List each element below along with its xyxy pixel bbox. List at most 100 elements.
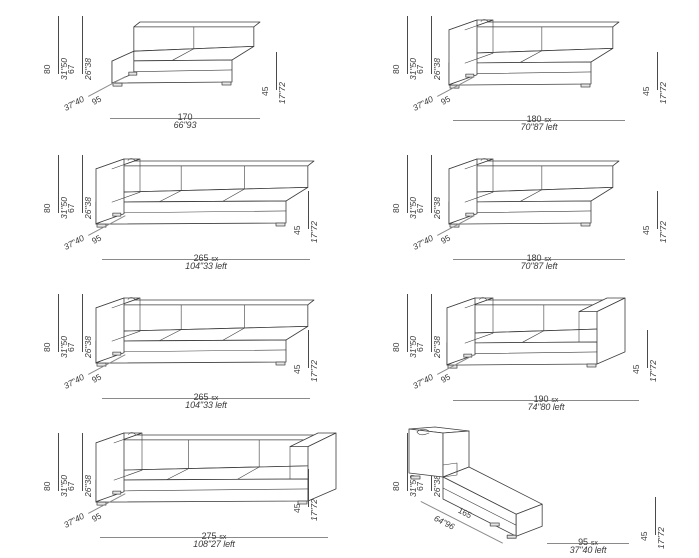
- seat-height-imperial: 17"72: [277, 82, 287, 104]
- furniture-svg: [96, 286, 376, 406]
- width-rule: [453, 120, 625, 121]
- seat-height-imperial: 17"72: [658, 221, 668, 243]
- seat-height-rule: [655, 497, 656, 535]
- width-side-suffix: sx: [590, 540, 598, 547]
- width-rule: [102, 398, 310, 399]
- width-metric: 180: [526, 253, 542, 263]
- width-rule: [110, 118, 260, 119]
- seat-height-imperial: 17"72: [309, 221, 319, 243]
- furniture-svg: [409, 425, 639, 545]
- seat-height-metric: 45: [292, 364, 302, 374]
- furniture-svg: [447, 286, 699, 406]
- width-imperial: 70"87 left: [520, 122, 558, 132]
- width-rule: [102, 259, 310, 260]
- width-imperial: 74"80 left: [527, 402, 565, 412]
- seat-height-metric: 45: [292, 503, 302, 513]
- height-rule-overall: [407, 294, 408, 352]
- height-rule-seatback: [431, 294, 432, 352]
- seat-height-metric: 45: [631, 364, 641, 374]
- height-rule-seatback: [82, 155, 83, 213]
- height-rule-seatback: [82, 16, 83, 74]
- furniture-svg: [96, 147, 376, 267]
- width-metric: 265: [193, 392, 209, 402]
- seat-height-imperial: 17"72: [656, 527, 666, 549]
- height-rule-overall: [58, 433, 59, 491]
- width-rule: [453, 259, 625, 260]
- width-side-suffix: sx: [211, 395, 219, 402]
- width-metric: 170: [177, 112, 193, 122]
- seat-height-rule: [308, 191, 309, 229]
- height-rule-overall: [407, 155, 408, 213]
- width-side-suffix: sx: [551, 397, 559, 404]
- furniture-illustration-two-arm-three-seat-sofa: [0, 417, 349, 556]
- furniture-illustration-armless-two-seat: [0, 0, 349, 139]
- furniture-svg: [96, 423, 376, 543]
- width-metric: 275: [201, 531, 217, 541]
- width-side-suffix: sx: [544, 256, 552, 263]
- seat-height-rule: [657, 52, 658, 90]
- height-rule-overall: [58, 155, 59, 213]
- height-rule-seatback: [82, 294, 83, 352]
- width-rule: [547, 543, 629, 544]
- width-rule: [453, 400, 639, 401]
- seat-height-metric: 45: [292, 225, 302, 235]
- width-imperial: 37"40 left: [569, 545, 607, 555]
- width-metric-group: 170: [110, 107, 260, 125]
- seat-height-imperial: 17"72: [309, 360, 319, 382]
- width-imperial: 104"33 left: [185, 261, 227, 271]
- furniture-svg: [449, 147, 699, 267]
- seat-height-metric: 45: [641, 86, 651, 96]
- seat-height-rule: [308, 469, 309, 507]
- furniture-illustration-two-arm-loveseat: [349, 278, 698, 417]
- seat-height-metric: 45: [641, 225, 651, 235]
- seat-height-rule: [647, 330, 648, 368]
- width-metric: 180: [526, 114, 542, 124]
- seat-height-metric: 45: [639, 531, 649, 541]
- height-rule-seatback: [431, 16, 432, 74]
- seat-height-imperial: 17"72: [658, 82, 668, 104]
- height-rule-overall: [407, 16, 408, 74]
- seat-height-rule: [276, 52, 277, 90]
- width-metric: 265: [193, 253, 209, 263]
- height-rule-overall: [58, 294, 59, 352]
- width-imperial: 70"87 left: [520, 261, 558, 271]
- furniture-svg: [449, 8, 699, 128]
- height-rule-overall: [58, 16, 59, 74]
- width-imperial: 104"33 left: [185, 400, 227, 410]
- furniture-illustration-chaise-longue: [349, 417, 698, 556]
- furniture-illustration-left-arm-three-seat-rolled: [0, 278, 349, 417]
- furniture-illustration-left-arm-two-seat: [349, 0, 698, 139]
- width-side-suffix: sx: [544, 117, 552, 124]
- width-rule: [100, 537, 328, 538]
- height-rule-seatback: [82, 433, 83, 491]
- height-rule-seatback: [431, 155, 432, 213]
- width-metric: 190: [533, 394, 549, 404]
- seat-height-rule: [657, 191, 658, 229]
- width-side-suffix: sx: [211, 256, 219, 263]
- seat-height-metric: 45: [260, 86, 270, 96]
- seat-height-rule: [308, 330, 309, 368]
- width-metric: 95: [578, 537, 588, 547]
- width-side-suffix: sx: [219, 534, 227, 541]
- width-imperial: 66"93: [173, 120, 197, 130]
- height-rule-overall: [407, 433, 408, 491]
- furniture-svg: [112, 8, 392, 128]
- seat-height-imperial: 17"72: [648, 360, 658, 382]
- width-imperial: 108"27 left: [193, 539, 235, 549]
